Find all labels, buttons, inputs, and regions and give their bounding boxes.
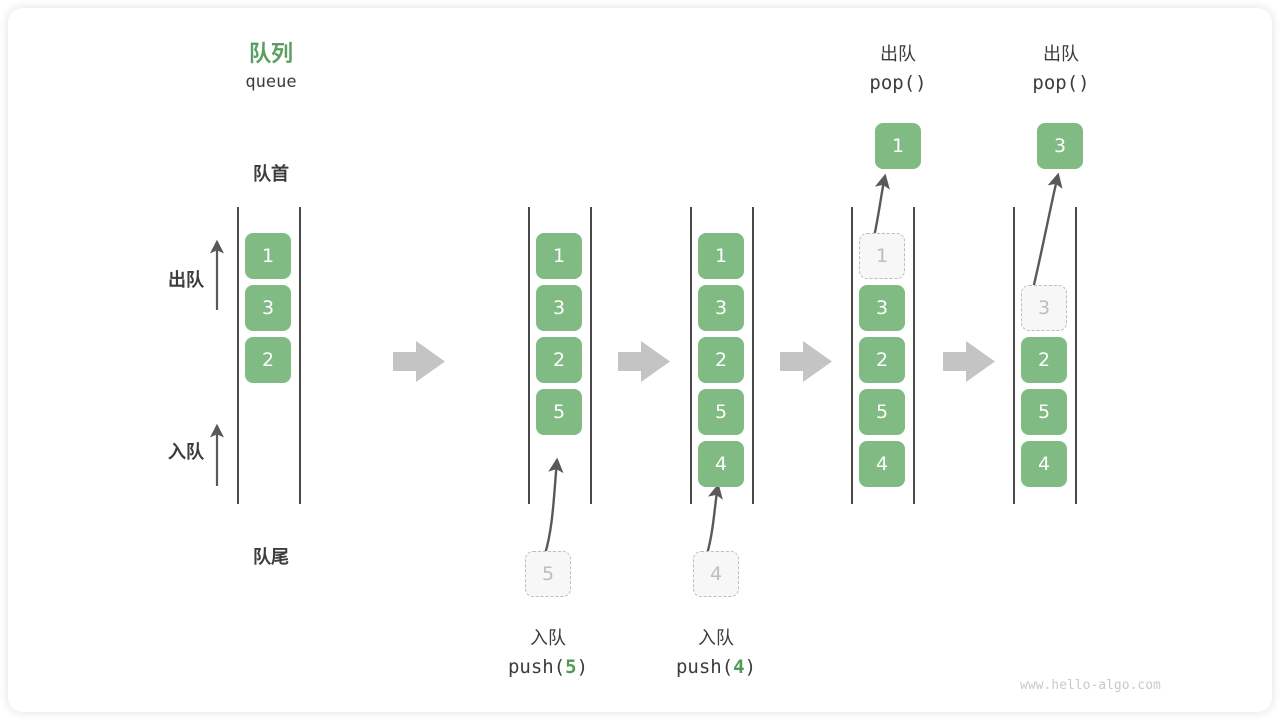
page-subtitle: queue bbox=[245, 72, 297, 92]
diagram-overlay bbox=[209, 172, 1063, 555]
pop3-caption-code: pop() bbox=[1032, 72, 1090, 94]
rail-left bbox=[690, 207, 692, 504]
queue-cell: 2 bbox=[536, 337, 582, 383]
push4-caption-code: push(4) bbox=[636, 656, 796, 678]
queue-cell: 2 bbox=[1021, 337, 1067, 383]
push-4-arrow bbox=[705, 483, 723, 555]
popped-cell: 1 bbox=[875, 123, 921, 169]
pop1-caption-cn: 出队 bbox=[880, 44, 916, 64]
queue-cell: 5 bbox=[698, 389, 744, 435]
dequeue-direction-label: 出队 bbox=[168, 270, 204, 290]
queue-cell: 1 bbox=[536, 233, 582, 279]
push4-code-head: push( bbox=[675, 656, 734, 678]
queue-cell: 3 bbox=[698, 285, 744, 331]
diagram-canvas: 队列 queue 队首 队尾 出队 入队 1 3 2 1 3 2 5 5 入队 … bbox=[8, 8, 1272, 712]
pop1-caption-code: pop() bbox=[869, 72, 927, 94]
rail-right bbox=[752, 207, 754, 504]
watermark: www.hello-algo.com bbox=[1020, 678, 1161, 693]
queue-cell: 1 bbox=[698, 233, 744, 279]
queue-cell-new: 5 bbox=[536, 389, 582, 435]
queue-cell: 4 bbox=[1021, 441, 1067, 487]
queue-cell: 3 bbox=[245, 285, 291, 331]
push5-caption-code: push(5) bbox=[468, 656, 628, 678]
rail-left bbox=[851, 207, 853, 504]
enqueue-direction-label: 入队 bbox=[168, 442, 204, 462]
push5-code-head: push( bbox=[507, 656, 566, 678]
queue-cell: 4 bbox=[859, 441, 905, 487]
push4-caption-cn: 入队 bbox=[698, 628, 734, 648]
transition-arrow-3 bbox=[780, 341, 832, 382]
queue-cell: 2 bbox=[698, 337, 744, 383]
transition-arrow-4 bbox=[943, 341, 995, 382]
rail-left bbox=[528, 207, 530, 504]
queue-cell: 5 bbox=[859, 389, 905, 435]
rail-right bbox=[1075, 207, 1077, 504]
incoming-ghost-cell: 5 bbox=[525, 551, 571, 597]
push5-code-arg: 5 bbox=[565, 656, 577, 678]
queue-cell: 3 bbox=[536, 285, 582, 331]
pop-3-arrow bbox=[1031, 172, 1063, 290]
transition-arrow-1 bbox=[393, 341, 445, 382]
push5-caption-cn: 入队 bbox=[530, 628, 566, 648]
queue-cell: 2 bbox=[245, 337, 291, 383]
queue-cell-removed: 3 bbox=[1021, 285, 1067, 331]
queue-cell: 5 bbox=[1021, 389, 1067, 435]
queue-cell-new: 4 bbox=[698, 441, 744, 487]
queue-front-label: 队首 bbox=[253, 164, 289, 184]
rail-left bbox=[1013, 207, 1015, 504]
incoming-ghost-cell: 4 bbox=[693, 551, 739, 597]
push5-code-tail: ) bbox=[576, 656, 589, 678]
push4-code-arg: 4 bbox=[733, 656, 745, 678]
queue-cell: 2 bbox=[859, 337, 905, 383]
popped-cell: 3 bbox=[1037, 123, 1083, 169]
queue-cell: 1 bbox=[245, 233, 291, 279]
rail-left bbox=[237, 207, 239, 504]
rail-right bbox=[590, 207, 592, 504]
rail-right bbox=[913, 207, 915, 504]
pop3-caption-cn: 出队 bbox=[1043, 44, 1079, 64]
pop-1-arrow bbox=[872, 173, 890, 238]
queue-cell: 3 bbox=[859, 285, 905, 331]
push4-code-tail: ) bbox=[744, 656, 757, 678]
rail-right bbox=[299, 207, 301, 504]
page-title: 队列 bbox=[248, 41, 293, 66]
push-5-arrow bbox=[543, 457, 564, 555]
transition-arrow-2 bbox=[618, 341, 670, 382]
queue-rear-label: 队尾 bbox=[253, 547, 289, 567]
queue-cell-removed: 1 bbox=[859, 233, 905, 279]
